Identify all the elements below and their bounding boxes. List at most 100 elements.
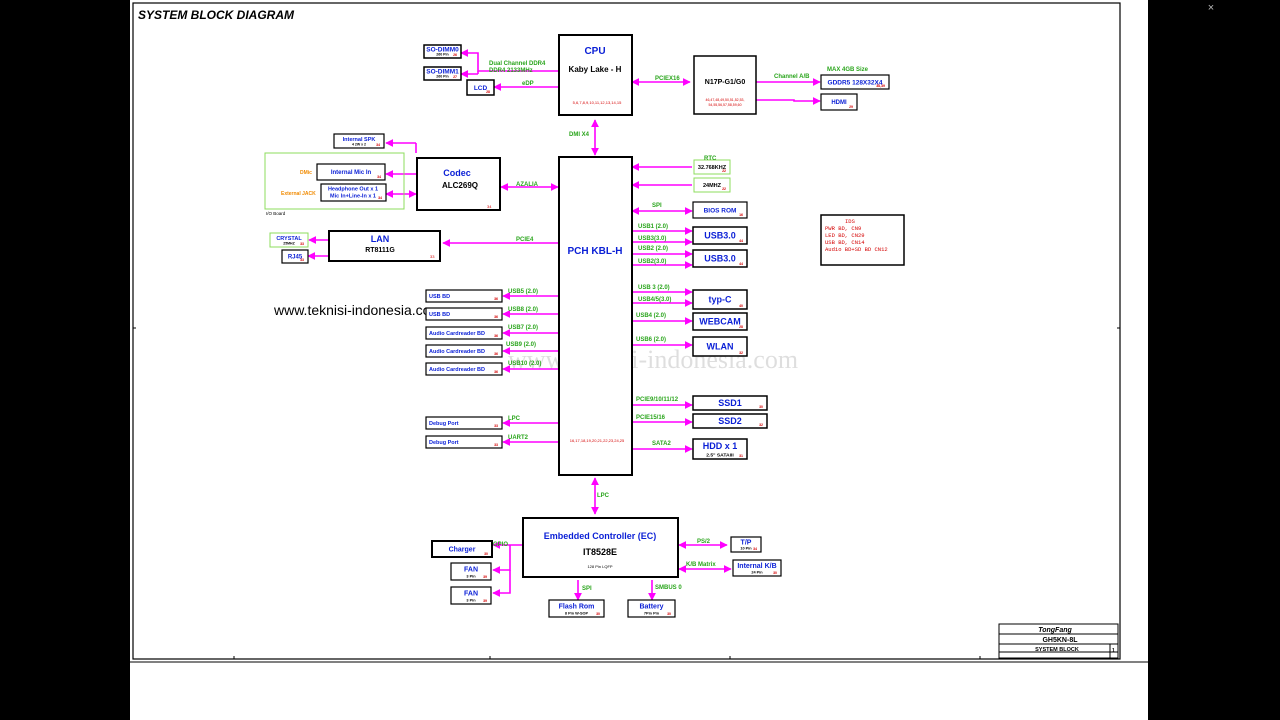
svg-text:30: 30 [596,612,600,616]
sig-ddr: Dual Channel DDR4 [489,61,546,67]
sig-edp: eDP [522,81,534,87]
svg-text:2.5" SATAIII: 2.5" SATAIII [706,453,734,459]
usb3-a-box[interactable]: USB3.044 [692,226,748,245]
sig-ext-jack: External JACK [281,191,316,197]
cpu-pins: 5,6,7,8,9,10,11,12,13,14,15 [573,100,622,105]
svg-text:40: 40 [739,304,743,308]
svg-text:LCD: LCD [474,85,488,92]
sig-usb10: USB10 (2.0) [508,361,541,367]
io-board-label: I/O Board [266,211,286,216]
svg-text:Debug Port: Debug Port [429,440,459,446]
pch-title: PCH KBL-H [568,246,623,257]
pch-block[interactable]: PCH KBL-H 16,17,18,19,20,21,22,23,24,25 [558,156,633,476]
sig-sata2: SATA2 [652,441,671,447]
svg-text:36: 36 [494,315,498,319]
svg-text:SSD2: SSD2 [718,416,742,426]
usb3-b-box[interactable]: USB3.044 [692,249,748,268]
svg-text:7Pin Pin: 7Pin Pin [644,612,660,616]
svg-text:44: 44 [739,239,743,243]
svg-text:39: 39 [483,599,487,603]
svg-text:T/P: T/P [741,540,752,547]
close-icon[interactable]: × [1207,2,1215,14]
typec-box[interactable]: typ-C 40 [692,289,748,310]
codec-sub: ALC269Q [442,181,478,190]
svg-text:HDMI: HDMI [831,100,847,106]
svg-text:30: 30 [773,571,777,575]
sig-usb3-3: USB3(3.0) [638,236,666,242]
sig-gpio: GPIO [493,542,508,548]
svg-text:24 Pin: 24 Pin [751,571,763,575]
sig-usb45: USB4/5(3.0) [638,297,671,303]
schematic-sheet: SYSTEM BLOCK DIAGRAM www.teknisi-indones… [130,0,1148,720]
svg-text:32.768KHZ: 32.768KHZ [698,165,727,171]
svg-text:Internal SPK: Internal SPK [343,137,376,143]
svg-text:29: 29 [849,105,853,109]
sig-usb7: USB7 (2.0) [508,325,538,331]
svg-text:24MHZ: 24MHZ [703,183,722,189]
svg-text:SO-DIMM0: SO-DIMM0 [426,47,459,54]
ids-box: IDS PWR BD, CN9 LED BD, CN29 USB BD, CN1… [820,214,905,266]
svg-text:33: 33 [494,424,498,428]
svg-text:3 Pin: 3 Pin [466,599,476,603]
svg-text:34: 34 [753,547,757,551]
gpu-title: N17P-G1/G0 [705,79,746,86]
svg-text:10 Pin: 10 Pin [740,547,752,551]
svg-text:260 Pin: 260 Pin [436,53,448,57]
sig-uart2: UART2 [508,435,529,441]
svg-text:34: 34 [487,204,492,209]
ec-pkg: 128 Pin LQFP [587,564,612,569]
ec-block[interactable]: Embedded Controller (EC) IT8528E 128 Pin… [522,517,679,578]
sig-lpc-ec: LPC [597,493,610,499]
svg-text:SSD1: SSD1 [718,398,742,408]
svg-text:typ-C: typ-C [709,295,732,305]
svg-text:33: 33 [300,258,304,262]
lan-title: LAN [371,234,390,244]
svg-text:Charger: Charger [449,546,476,553]
ssd1-box[interactable]: SSD1 30 [692,395,768,411]
gpu-block[interactable]: N17P-G1/G0 46,47,48,49,50,51,52,53, 54,5… [693,55,757,115]
lan-block[interactable]: LAN RT8111G 33 [328,230,441,262]
cpu-block[interactable]: CPU Kaby Lake - H 5,6,7,8,9,10,11,12,13,… [558,34,633,116]
svg-text:FAN: FAN [464,567,478,574]
svg-text:44: 44 [739,262,743,266]
codec-block[interactable]: Codec ALC269Q 34 [416,157,501,211]
svg-text:31: 31 [739,454,743,458]
svg-text:Battery: Battery [639,604,663,611]
sig-usb2: USB2 (2.0) [638,246,668,252]
svg-text:USB3.0: USB3.0 [704,254,736,264]
svg-text:Headphone Out x 1: Headphone Out x 1 [328,187,378,193]
svg-text:30: 30 [759,405,763,409]
svg-text:25MHZ: 25MHZ [283,242,295,246]
